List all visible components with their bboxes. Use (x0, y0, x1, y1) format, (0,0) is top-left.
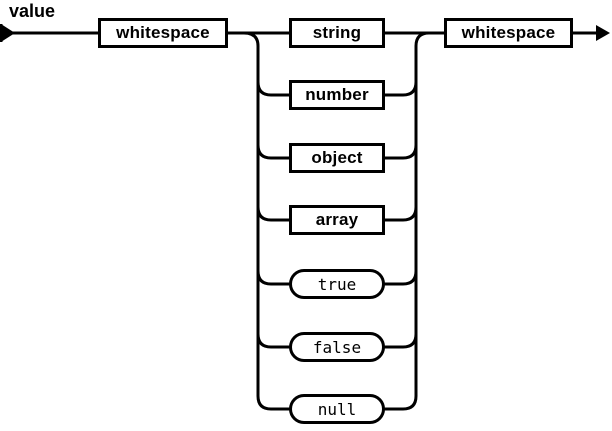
row-connector-right-array (383, 206, 418, 222)
row-connector-right-false (383, 333, 418, 349)
node-number: number (289, 80, 385, 110)
node-whitespace-entry: whitespace (98, 18, 228, 48)
node-false: false (289, 332, 385, 362)
branch-rail-left (243, 31, 290, 411)
node-whitespace-exit: whitespace (444, 18, 573, 48)
row-connector-left-false (256, 333, 290, 349)
start-bar-icon (0, 24, 3, 42)
row-connector-left-number (256, 81, 290, 97)
end-arrow-icon (596, 25, 610, 41)
node-array: array (289, 205, 385, 235)
node-true: true (289, 269, 385, 299)
node-null: null (289, 394, 385, 424)
diagram-title: value (9, 1, 56, 21)
row-connector-right-true (383, 270, 418, 286)
row-connector-right-number (383, 81, 418, 97)
node-object: object (289, 143, 385, 173)
row-connector-left-array (256, 206, 290, 222)
row-connector-right-object (383, 144, 418, 160)
start-arrow-icon (2, 25, 15, 41)
row-connector-left-object (256, 144, 290, 160)
branch-rail-right (383, 31, 430, 411)
row-connector-left-true (256, 270, 290, 286)
node-string: string (289, 18, 385, 48)
